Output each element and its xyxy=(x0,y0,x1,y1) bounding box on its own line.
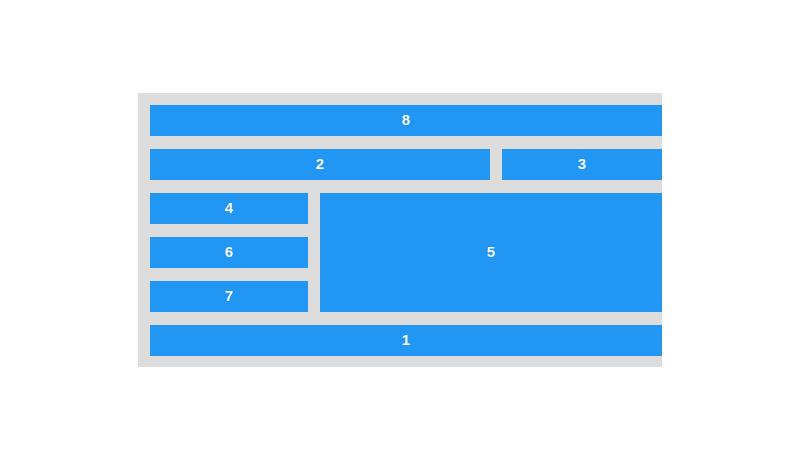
grid-item-1: 1 xyxy=(150,325,662,356)
grid-container: 8 2 3 4 5 6 7 1 xyxy=(138,93,662,367)
grid-item-8: 8 xyxy=(150,105,662,136)
grid-item-6: 6 xyxy=(150,237,308,268)
grid-item-4: 4 xyxy=(150,193,308,224)
grid-item-2: 2 xyxy=(150,149,490,180)
grid-item-7: 7 xyxy=(150,281,308,312)
grid-item-5: 5 xyxy=(320,193,662,312)
grid-item-3: 3 xyxy=(502,149,662,180)
